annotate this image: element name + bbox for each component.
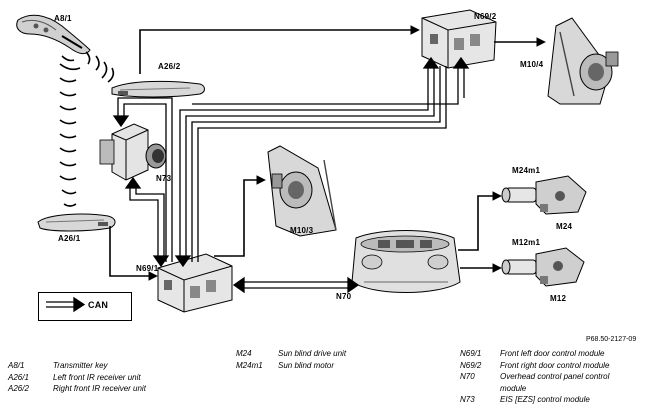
can-legend-symbol <box>46 296 86 313</box>
legend-desc: Overhead control panel control module <box>500 372 610 393</box>
right-window-motor-icon <box>547 17 619 105</box>
infrared-signal-waves <box>59 51 115 207</box>
legend-row: N69/1 Front left door control module <box>460 348 660 360</box>
label-m24m1: M24m1 <box>512 166 541 175</box>
left-door-control-module-icon <box>157 253 233 313</box>
right-door-control-module-icon <box>421 9 497 69</box>
can-legend-label: CAN <box>88 300 109 310</box>
transmitter-key-icon <box>16 14 91 55</box>
legend-code: N70 <box>460 372 475 381</box>
legend-desc: Transmitter key <box>53 361 108 370</box>
label-m12: M12 <box>550 294 567 303</box>
can-legend-box <box>38 292 132 321</box>
legend-code: A8/1 <box>8 361 25 370</box>
legend-code: M24m1 <box>236 360 263 370</box>
figure-id: P68.50-2127-09 <box>586 336 637 343</box>
legend-row: N69/2 Front right door control module <box>460 360 660 372</box>
label-n70: N70 <box>336 292 352 301</box>
legend-row: A26/1 Left front IR receiver unit <box>8 372 146 384</box>
overhead-control-panel-icon <box>351 230 461 293</box>
legend-row: N73 EIS [EZS] control module <box>460 394 660 406</box>
label-m24: M24 <box>556 222 573 231</box>
legend-column-1: A8/1 Transmitter key A26/1 Left front IR r… <box>8 360 146 395</box>
legend-column-3: N69/1 Front left door control module N69/… <box>460 348 660 406</box>
eis-control-module-icon <box>99 123 167 181</box>
label-n73: N73 <box>156 174 172 183</box>
legend-row: N70 Overhead control panel control module <box>460 371 660 394</box>
legend-desc: Sun blind drive unit <box>278 349 347 358</box>
legend-desc: Front left door control module <box>500 349 605 358</box>
label-a26-1: A26/1 <box>58 234 81 243</box>
label-n69-1: N69/1 <box>136 264 159 273</box>
legend-desc: Front right door control module <box>500 360 610 370</box>
legend-code: N69/1 <box>460 349 482 358</box>
legend-row: M24 Sun blind drive unit <box>236 348 346 360</box>
m12-motor-icon <box>501 247 585 287</box>
legend-code: N69/2 <box>460 360 482 370</box>
legend-code: A26/2 <box>8 384 29 393</box>
legend-row: M24m1 Sun blind motor <box>236 360 346 372</box>
legend-desc: Left front IR receiver unit <box>53 372 141 382</box>
label-m10-3: M10/3 <box>290 226 314 235</box>
legend-row: A8/1 Transmitter key <box>8 360 146 372</box>
legend-desc: EIS [EZS] control module <box>500 395 590 404</box>
label-n69-2: N69/2 <box>474 12 497 21</box>
wiring-diagram <box>16 9 619 313</box>
sun-blind-motor-icon <box>501 175 587 215</box>
legend-code: N73 <box>460 395 475 404</box>
legend-column-2: M24 Sun blind drive unit M24m1 Sun blind m… <box>236 348 346 371</box>
signal-lines <box>109 25 546 281</box>
label-m10-4: M10/4 <box>520 60 544 69</box>
legend-row: A26/2 Right front IR receiver unit <box>8 383 146 395</box>
legend-code: A26/1 <box>8 372 29 382</box>
right-ir-receiver-icon <box>111 80 205 98</box>
left-window-motor-icon <box>267 145 337 237</box>
legend-code: M24 <box>236 349 252 358</box>
legend-desc: Right front IR receiver unit <box>53 384 146 393</box>
legend-desc: Sun blind motor <box>278 360 335 370</box>
label-m12m1: M12m1 <box>512 238 541 247</box>
label-a26-2: A26/2 <box>158 62 181 71</box>
left-ir-receiver-icon <box>37 213 116 232</box>
label-a8-1: A8/1 <box>54 14 72 23</box>
can-bus-lines <box>112 56 470 294</box>
